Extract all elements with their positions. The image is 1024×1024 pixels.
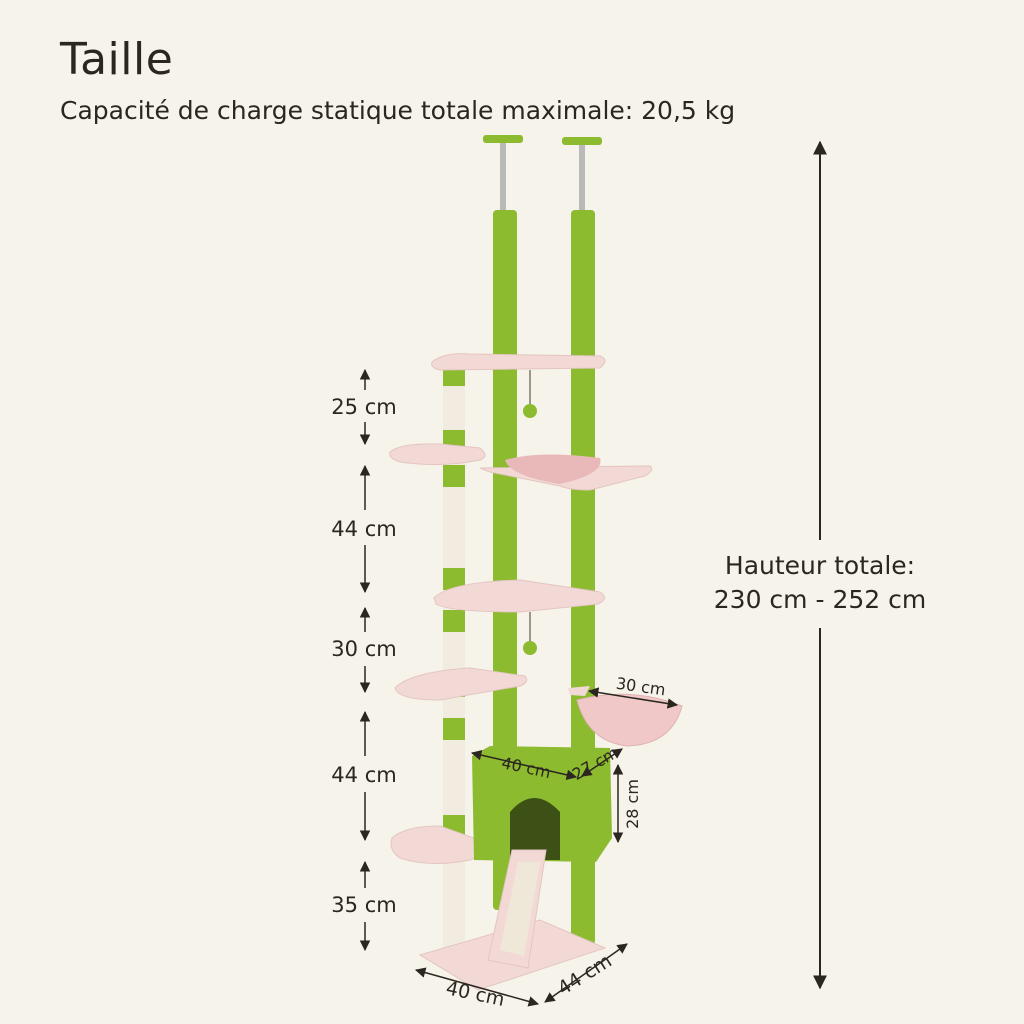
ceiling-tension-poles [483,135,602,215]
basket-dimension-arrow [587,687,679,709]
level-dimension-3: 30 cm [331,637,396,661]
level-dimension-4: 44 cm [331,763,396,787]
page-title: Taille [60,34,174,85]
hanging-toys [523,370,537,655]
total-height-label-1: Hauteur totale: [725,551,915,580]
level-dimension-5: 35 cm [331,893,396,917]
total-height-label-2: 230 cm - 252 cm [714,585,926,614]
level-dimension-1: 25 cm [331,395,396,419]
scratching-ramp [487,849,547,969]
house-dimension-arrows [470,748,624,844]
house-height-label: 28 cm [623,779,642,829]
base-dimension-arrows [414,943,628,1007]
level-dimension-2: 44 cm [331,517,396,541]
load-capacity-text: Capacité de charge statique totale maxim… [60,96,736,125]
